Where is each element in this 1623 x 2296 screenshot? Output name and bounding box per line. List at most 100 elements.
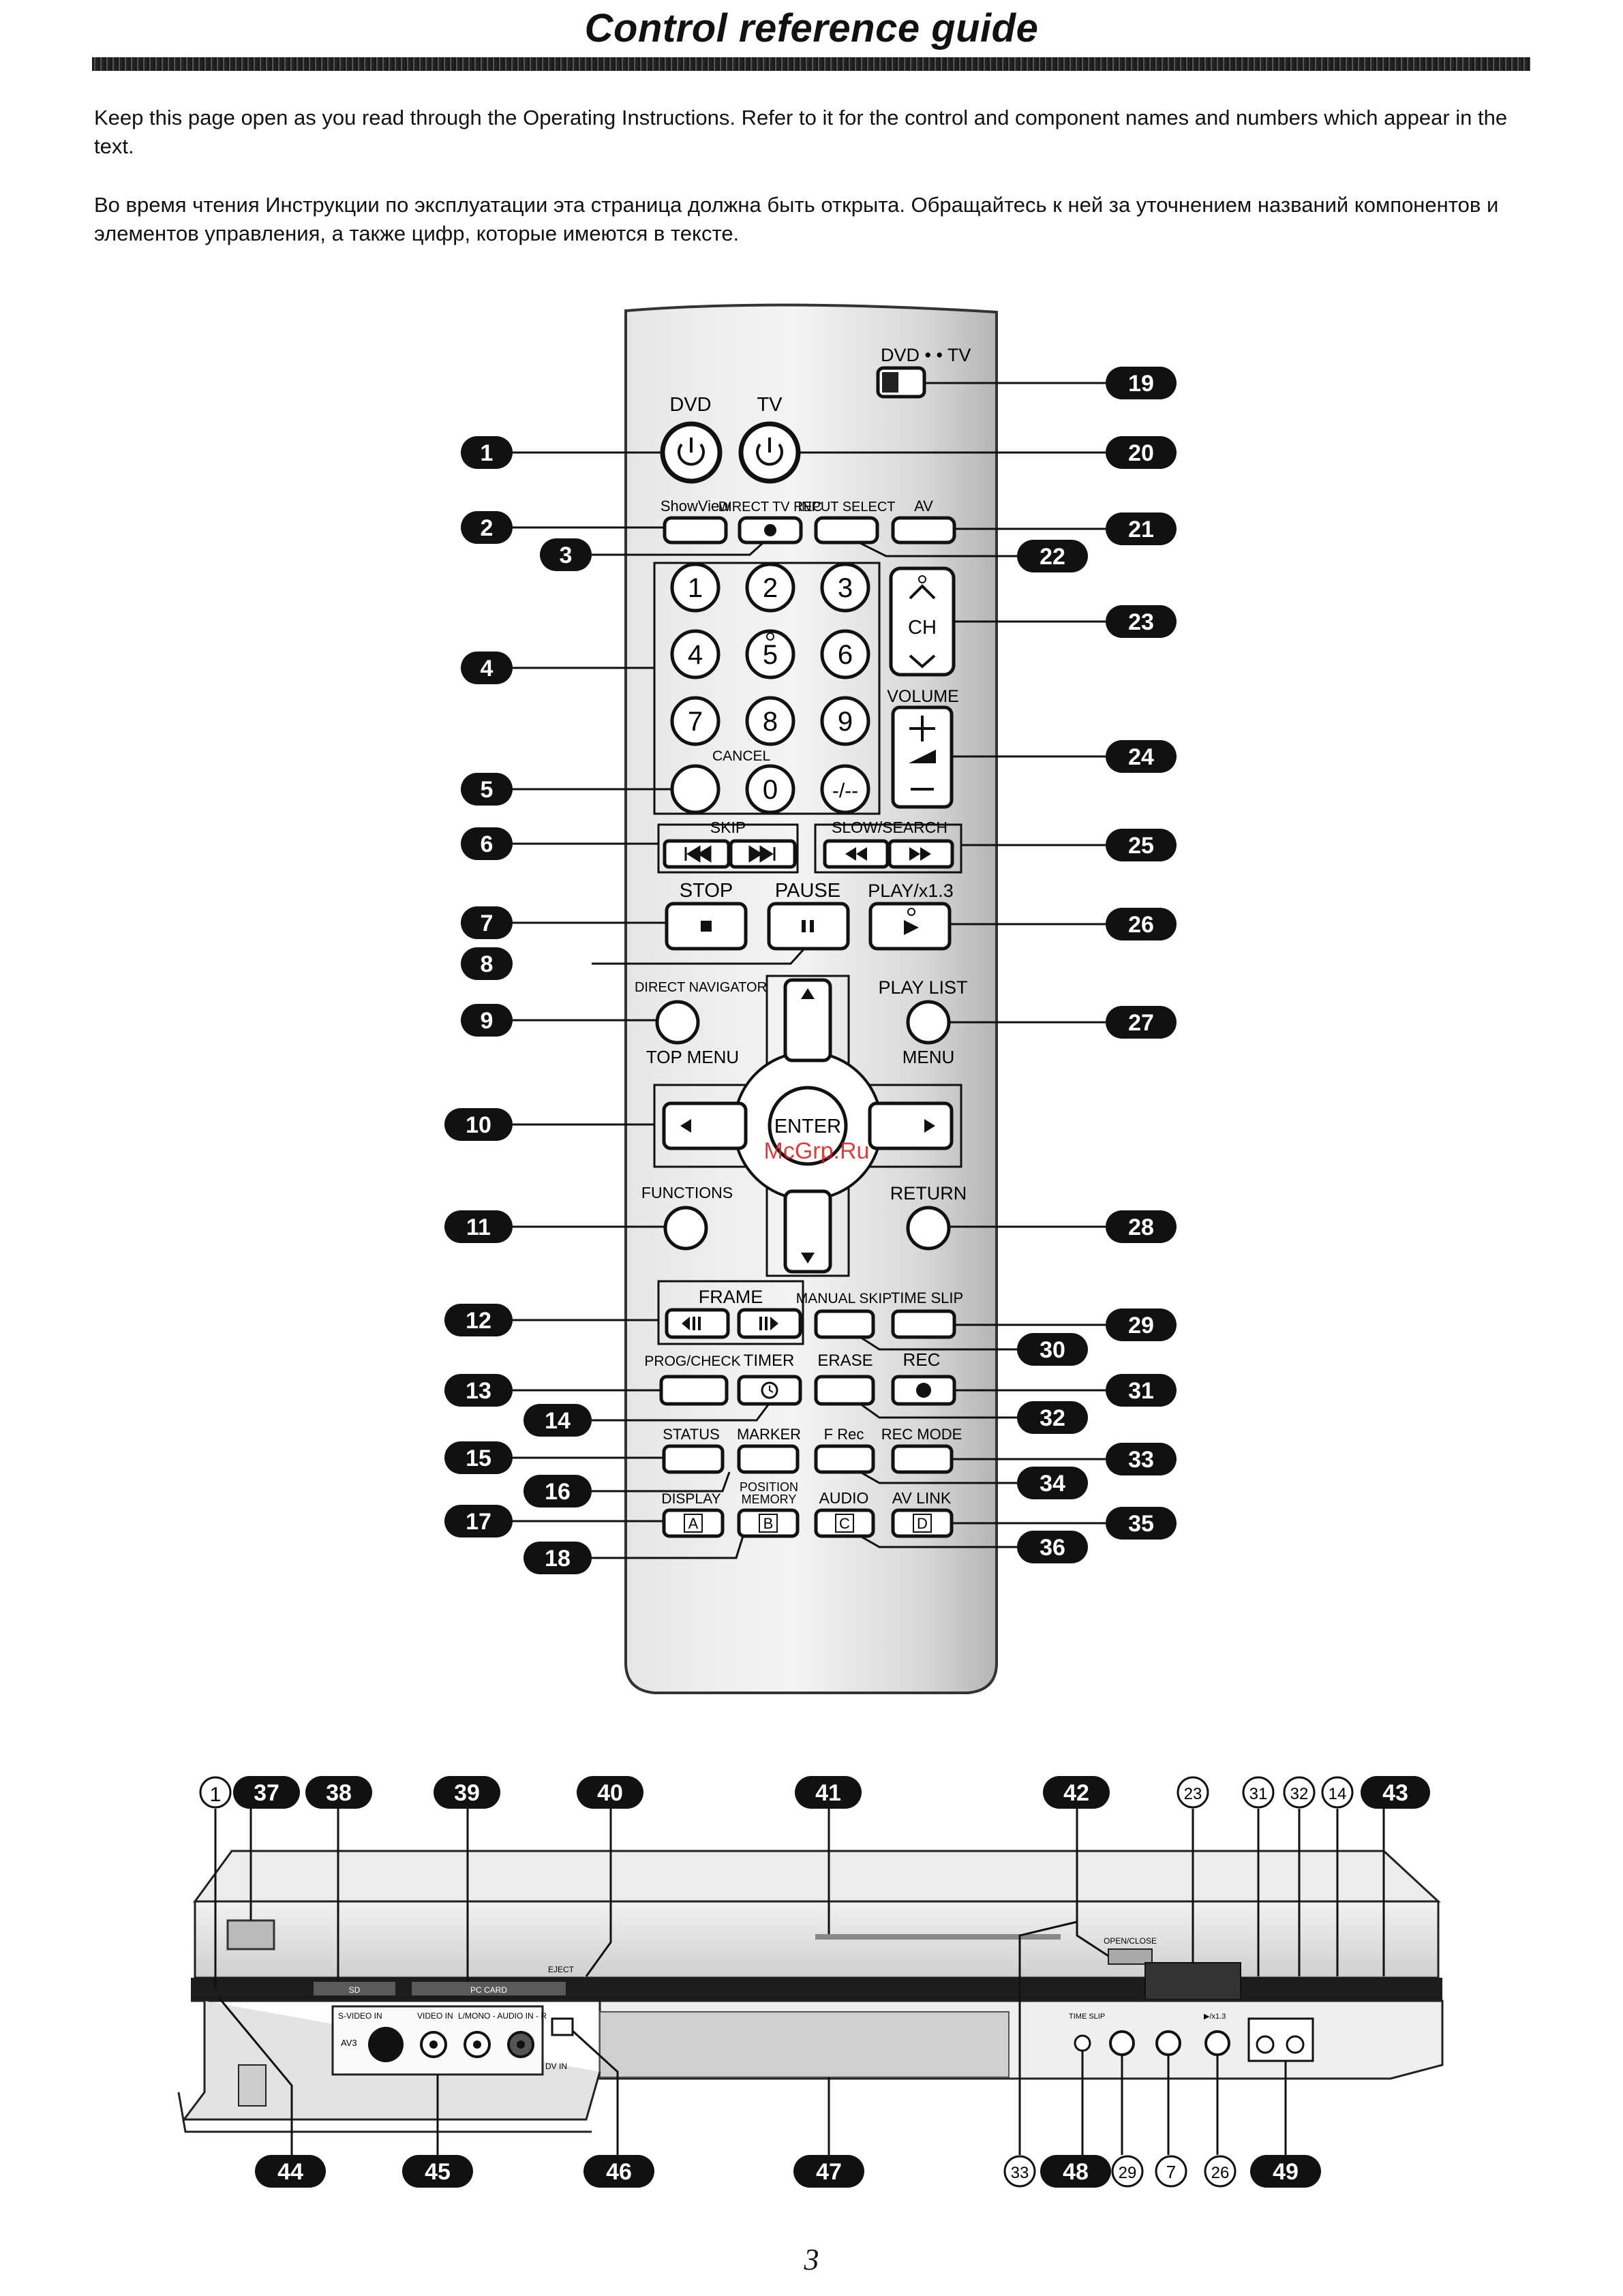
unit-ref-7: 7 <box>1155 2155 1187 2188</box>
digit-button-7[interactable]: 7 <box>670 696 721 746</box>
showview-button[interactable] <box>663 516 728 545</box>
up-arrow-button[interactable] <box>783 978 832 1062</box>
video-jack[interactable] <box>420 2031 447 2058</box>
digit-button-0[interactable]: 0 <box>745 764 795 814</box>
return-label: RETURN <box>890 1183 967 1204</box>
svg-text:45: 45 <box>425 2159 451 2185</box>
manual-skip-label: MANUAL SKIP <box>796 1291 892 1306</box>
svg-text:22: 22 <box>1040 544 1065 570</box>
unit-stop-button[interactable] <box>1155 2030 1181 2056</box>
svg-text:7: 7 <box>688 707 703 737</box>
play-label: PLAY/x1.3 <box>868 881 954 901</box>
digit-button-1[interactable]: 1 <box>670 562 721 613</box>
timer-button[interactable] <box>737 1375 802 1406</box>
enter-label: ENTER <box>774 1116 841 1137</box>
unit-skip-back-button[interactable] <box>1256 2035 1275 2054</box>
svg-text:28: 28 <box>1128 1214 1154 1240</box>
top-menu-label: TOP MENU <box>646 1047 739 1067</box>
frame-back-button[interactable] <box>665 1308 730 1339</box>
callout-24: 24 <box>1106 740 1177 773</box>
functions-button[interactable] <box>663 1206 708 1251</box>
digit-button-9[interactable]: 9 <box>820 696 870 746</box>
svg-text:3: 3 <box>560 542 573 568</box>
skip-next-button[interactable] <box>729 839 797 869</box>
prog-check-label: PROG/CHECK <box>644 1353 740 1369</box>
rec-mode-button[interactable] <box>891 1444 954 1474</box>
dv-in-terminal[interactable] <box>551 2017 574 2036</box>
ch-label: CH <box>908 617 937 639</box>
audio-r-jack[interactable] <box>507 2031 534 2058</box>
svideo-jack[interactable] <box>368 2027 404 2062</box>
play-list-button[interactable] <box>906 1000 951 1045</box>
callout-12: 12 <box>444 1304 513 1336</box>
direct-navigator-label: DIRECT NAVIGATOR <box>635 980 767 995</box>
volume-rocker[interactable] <box>891 705 954 809</box>
callout-2: 2 <box>461 511 513 544</box>
right-arrow-button[interactable] <box>868 1101 954 1150</box>
digit-button-5[interactable]: 5 <box>745 629 795 679</box>
skip-prev-button[interactable] <box>663 839 731 869</box>
time-slip-button[interactable] <box>891 1309 956 1339</box>
display-window <box>1144 1962 1241 2000</box>
audio-l-jack[interactable] <box>464 2031 491 2058</box>
enter-button[interactable] <box>768 1086 848 1166</box>
navigation-pad: ENTER McGrp.Ru <box>653 975 962 1277</box>
search-rewind-button[interactable] <box>823 839 890 869</box>
menu-label: MENU <box>902 1047 955 1067</box>
unit-play-button[interactable] <box>1204 2030 1230 2056</box>
svg-text:-/--: -/-- <box>832 780 858 802</box>
unit-time-slip-jog[interactable] <box>1109 2030 1135 2056</box>
cancel-button[interactable] <box>670 764 721 814</box>
display-a-button[interactable]: A <box>662 1508 725 1538</box>
play-button[interactable] <box>868 902 952 951</box>
position-memory-b-button[interactable]: B <box>737 1508 800 1538</box>
manual-skip-button[interactable] <box>814 1309 875 1339</box>
callout-20: 20 <box>1106 436 1177 469</box>
callout-10: 10 <box>444 1108 513 1141</box>
return-button[interactable] <box>906 1206 951 1251</box>
digit-button-2[interactable]: 2 <box>745 562 795 613</box>
svg-text:25: 25 <box>1128 833 1154 859</box>
audio-c-button[interactable]: C <box>814 1508 875 1538</box>
svg-text:3: 3 <box>838 573 853 603</box>
frame-forward-button[interactable] <box>737 1308 802 1339</box>
stop-button[interactable] <box>665 902 748 951</box>
dvd-tv-switch[interactable] <box>876 366 926 399</box>
digit-button-8[interactable]: 8 <box>745 696 795 746</box>
tv-power-button[interactable] <box>738 421 801 484</box>
open-close-button[interactable] <box>1108 1948 1153 1965</box>
prog-check-button[interactable] <box>659 1375 729 1406</box>
position-label: POSITION <box>740 1480 798 1494</box>
av-link-d-button[interactable]: D <box>891 1508 954 1538</box>
svg-text:12: 12 <box>466 1308 491 1334</box>
cancel-label: CANCEL <box>712 748 770 764</box>
unit-skip-forward-button[interactable] <box>1286 2035 1305 2054</box>
down-arrow-button[interactable] <box>783 1189 832 1274</box>
direct-navigator-button[interactable] <box>655 1000 700 1045</box>
erase-button[interactable] <box>814 1375 875 1406</box>
dvd-power-label: DVD <box>669 394 711 416</box>
search-forward-button[interactable] <box>888 839 954 869</box>
callout-43: 43 <box>1361 1776 1430 1809</box>
unit-time-slip-button[interactable] <box>1074 2034 1091 2052</box>
pause-button[interactable] <box>767 902 850 951</box>
pause-label: PAUSE <box>775 880 840 902</box>
rec-button[interactable] <box>891 1375 956 1406</box>
open-close-label: OPEN/CLOSE <box>1104 1936 1157 1946</box>
digit-button-3[interactable]: 3 <box>820 562 870 613</box>
dvd-power-button[interactable] <box>660 421 723 484</box>
status-button[interactable] <box>662 1444 725 1474</box>
sd-slot-label: SD <box>349 1985 361 1995</box>
direct-tv-rec-button[interactable] <box>738 516 803 545</box>
marker-button[interactable] <box>737 1444 800 1474</box>
digit-button-4[interactable]: 4 <box>670 629 721 679</box>
f-rec-button[interactable] <box>814 1444 875 1474</box>
digit-button-dash[interactable]: -/-- <box>820 764 870 814</box>
digit-button-6[interactable]: 6 <box>820 629 870 679</box>
svg-text:34: 34 <box>1040 1471 1065 1497</box>
svg-text:7: 7 <box>481 910 494 936</box>
input-select-button[interactable] <box>814 516 879 545</box>
av-button[interactable] <box>891 516 956 545</box>
left-arrow-button[interactable] <box>662 1101 748 1150</box>
